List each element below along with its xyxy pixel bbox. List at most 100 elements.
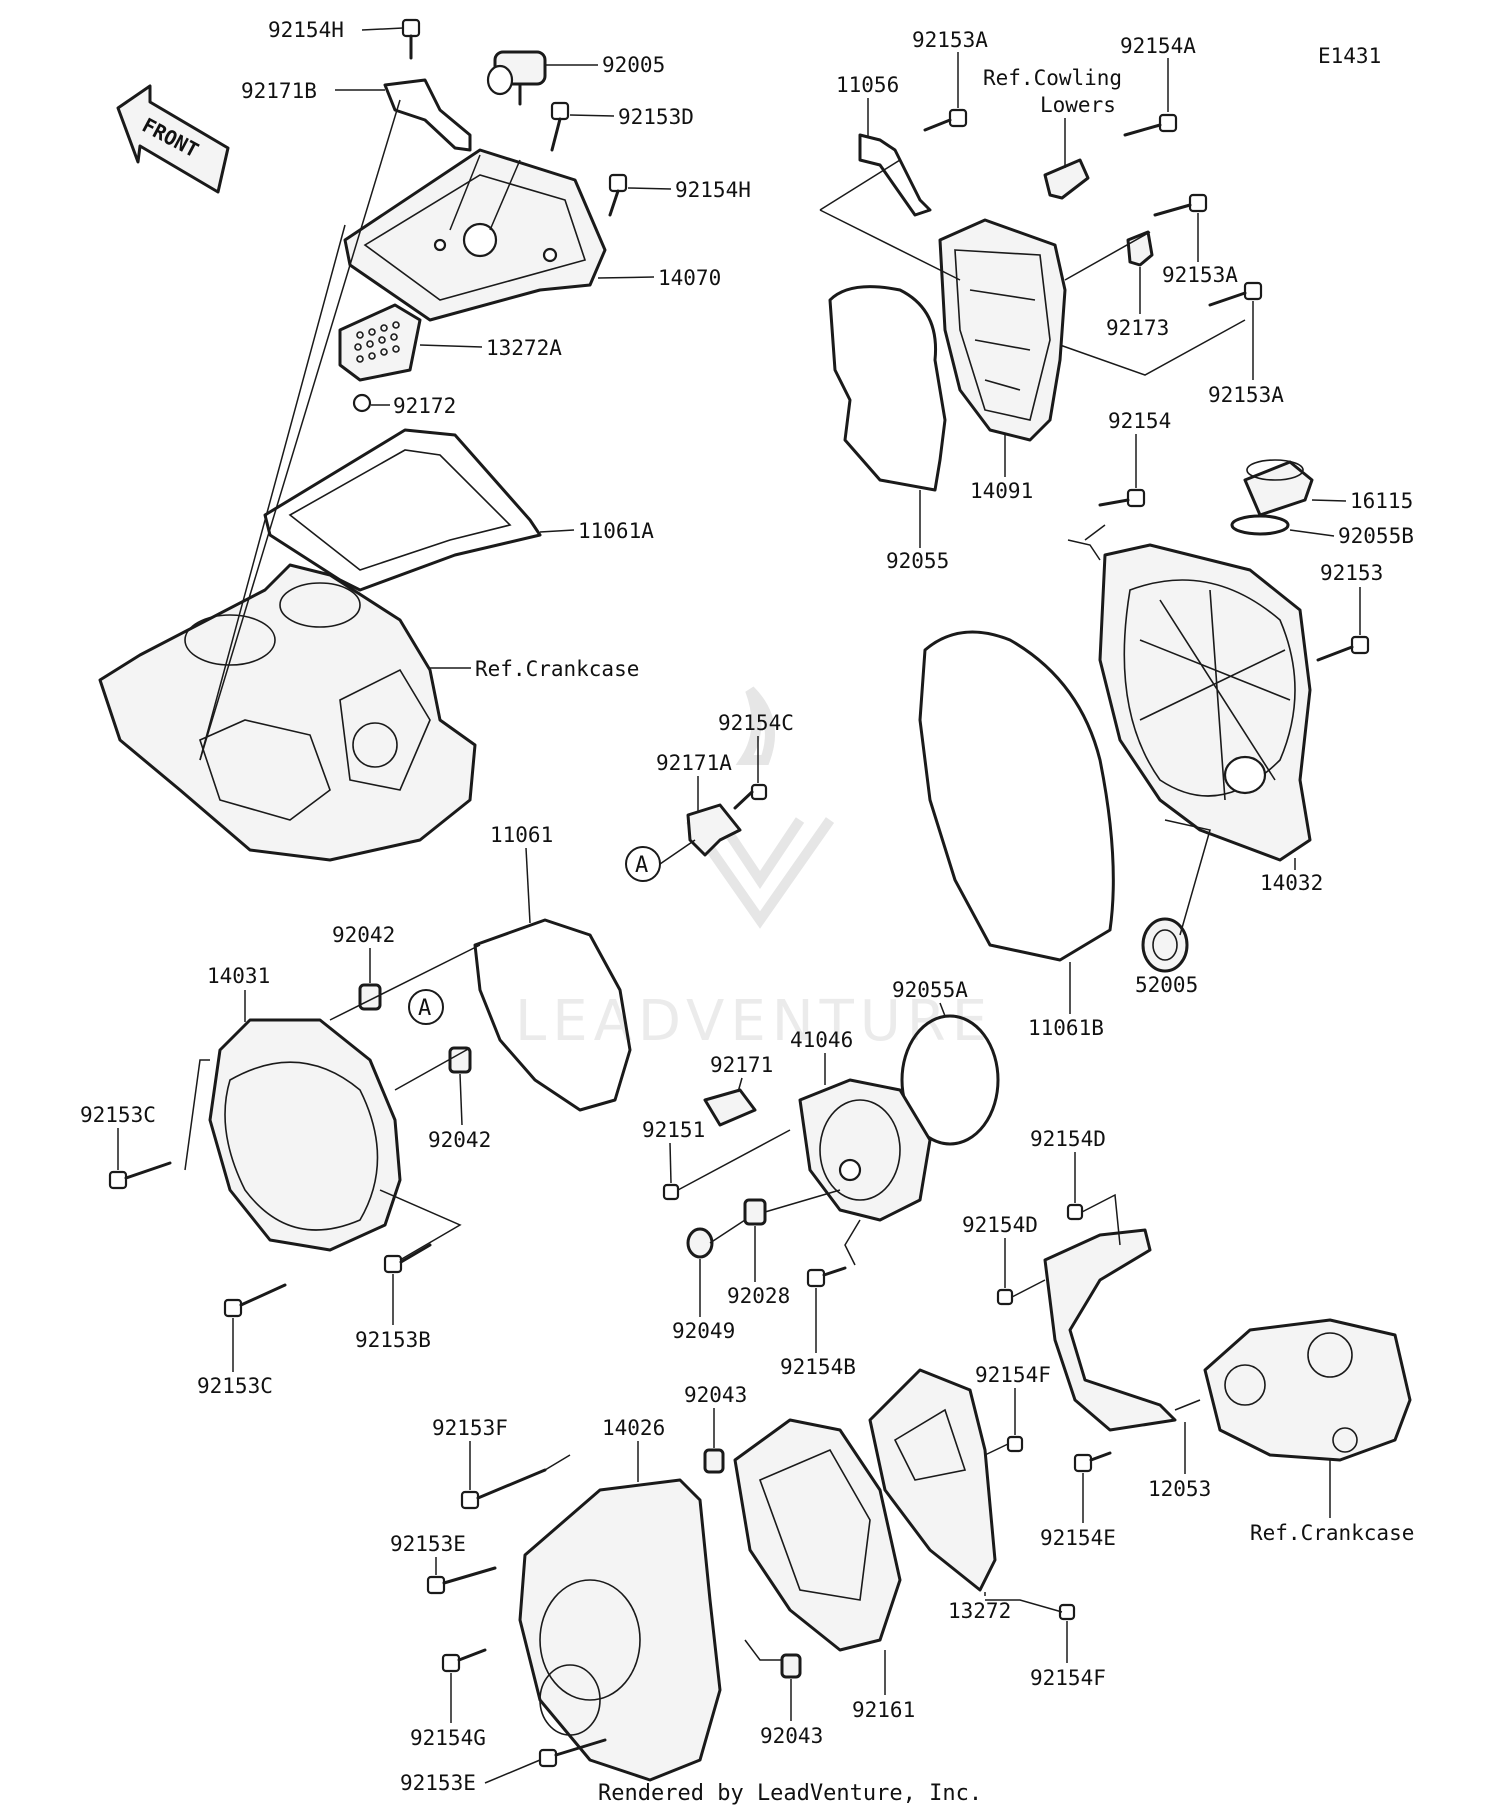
front-arrow-icon: FRONT (116, 84, 230, 194)
label-92153D: 92153D (618, 105, 694, 129)
leader-lines-top-left (199, 99, 521, 761)
gasket-11061A (263, 428, 542, 592)
bolt-92154G (441, 1648, 487, 1673)
diagram-id: E1431 (1318, 44, 1381, 68)
label-92153C-b: 92153C (197, 1374, 273, 1398)
collar-92028 (743, 1198, 767, 1226)
pump-body-41046 (798, 1078, 932, 1222)
label-92153E-b: 92153E (400, 1771, 476, 1795)
label-14070: 14070 (658, 266, 721, 290)
bolt-92154 (1098, 488, 1146, 508)
label-92171B: 92171B (241, 79, 317, 103)
bolt-92153F (460, 1468, 547, 1510)
bolt-92153A-right (1153, 193, 1208, 217)
crankcase-ref-bottom (1203, 1318, 1412, 1462)
label-92153F: 92153F (432, 1416, 508, 1440)
label-92154D-a: 92154D (1030, 1127, 1106, 1151)
label-92005: 92005 (602, 53, 665, 77)
label-92042-a: 92042 (332, 923, 395, 947)
dowel-92043-bottom (780, 1653, 802, 1679)
inner-cover-92161 (733, 1418, 902, 1652)
marker-a-2: A (408, 989, 444, 1025)
svg-text:A: A (635, 853, 648, 878)
label-92154: 92154 (1108, 409, 1171, 433)
label-92151: 92151 (642, 1118, 705, 1142)
label-92042-b: 92042 (428, 1128, 491, 1152)
label-92043-a: 92043 (684, 1383, 747, 1407)
label-92154H-b: 92154H (675, 178, 751, 202)
label-14031: 14031 (207, 964, 270, 988)
label-92153: 92153 (1320, 561, 1383, 585)
gasket-92055 (828, 285, 947, 492)
bolt-92153C-left (108, 1161, 172, 1190)
bolt-92153B (383, 1243, 432, 1274)
leader-lines-bottom (544, 1443, 1063, 1661)
dowel-92043-top (703, 1448, 725, 1474)
label-92154A: 92154A (1120, 34, 1196, 58)
label-92171: 92171 (710, 1053, 773, 1077)
gasket-11061B (918, 630, 1115, 962)
label-92154C: 92154C (718, 711, 794, 735)
bolt-92153C-bottom (223, 1283, 287, 1318)
bracket-92171B (383, 78, 472, 152)
bracket-12053 (1043, 1228, 1177, 1432)
label-92154F-a: 92154F (975, 1363, 1051, 1387)
bolt-92153D (550, 101, 570, 152)
screw-92172 (352, 393, 372, 413)
clutch-cover-14032 (1098, 543, 1312, 862)
label-13272A: 13272A (486, 336, 562, 360)
label-11061A: 11061A (578, 519, 654, 543)
bolt-92153 (1316, 635, 1370, 662)
label-92171A: 92171A (656, 751, 732, 775)
label-16115: 16115 (1350, 489, 1413, 513)
bolt-92154D-left (996, 1288, 1014, 1306)
bolt-92154C (733, 783, 768, 810)
watermark-text: LEADVENTURE (515, 989, 993, 1054)
watermark-logo (685, 686, 835, 929)
label-11061B: 11061B (1028, 1016, 1104, 1040)
oring-92055B (1230, 514, 1290, 536)
marker-a-1: A (625, 846, 661, 882)
leader-lines-right-lower (1011, 1193, 1201, 1411)
label-ref-cowling: Ref.Cowling (983, 66, 1122, 90)
label-92055A: 92055A (892, 978, 968, 1002)
bolt-92151 (662, 1183, 680, 1201)
bolt-92153E-top (426, 1566, 497, 1595)
label-ref-crankcase-a: Ref.Crankcase (475, 657, 639, 681)
footer-credit: Rendered by LeadVenture, Inc. (598, 1781, 982, 1806)
bolt-92154F-bottom (1058, 1603, 1076, 1621)
filler-cap-16115 (1243, 459, 1314, 517)
label-ref-cowling-2: Lowers (1040, 93, 1116, 117)
label-92055: 92055 (886, 549, 949, 573)
dowel-92042-low (448, 1046, 472, 1074)
label-11061: 11061 (490, 823, 553, 847)
sprocket-cover-14026 (518, 1478, 722, 1782)
label-92172: 92172 (393, 394, 456, 418)
label-ref-crankcase-b: Ref.Crankcase (1250, 1521, 1414, 1545)
bolt-92154E (1073, 1451, 1112, 1473)
gasket-11061 (473, 918, 632, 1112)
union-92005 (486, 50, 547, 106)
part-labels: E1431 92154H 92171B 92005 92153D 92154H … (80, 18, 1414, 1806)
bolt-92153E-bottom (538, 1738, 607, 1768)
label-92153A-a: 92153A (912, 28, 988, 52)
label-11056: 11056 (836, 73, 899, 97)
bolt-92154H-mid (608, 173, 628, 217)
leader-lines-left (184, 944, 481, 1261)
label-92154H-a: 92154H (268, 18, 344, 42)
label-92154G: 92154G (410, 1726, 486, 1750)
label-92153A-c: 92153A (1208, 383, 1284, 407)
bolt-92154D-top (1066, 1203, 1084, 1221)
oring-92055A (900, 1014, 1000, 1146)
label-92154F-b: 92154F (1030, 1666, 1106, 1690)
washer-92049 (686, 1227, 714, 1259)
label-92153E-a: 92153E (390, 1532, 466, 1556)
label-92153C-a: 92153C (80, 1103, 156, 1127)
collar-ref-cowling (1043, 158, 1090, 200)
label-14091: 14091 (970, 479, 1033, 503)
crankcase-ref-top (98, 563, 477, 862)
label-92153B: 92153B (355, 1328, 431, 1352)
label-92154B: 92154B (780, 1355, 856, 1379)
bolt-92154B (806, 1266, 847, 1288)
